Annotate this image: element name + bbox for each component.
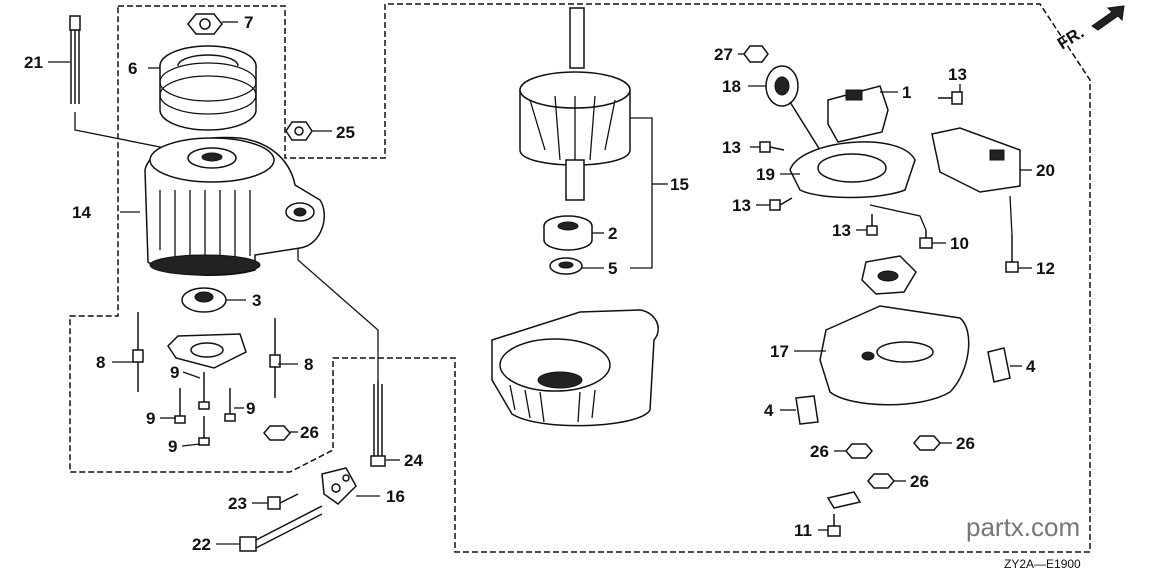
alternator-housing-14 <box>144 136 325 276</box>
callout-9-c: 9 <box>246 399 255 418</box>
callout-8-left: 8 <box>96 353 105 372</box>
plate-16 <box>321 467 357 505</box>
nut-26-b <box>913 435 941 451</box>
front-direction-label: FR. <box>1054 23 1087 54</box>
callout-8-right: 8 <box>304 355 313 374</box>
callout-13-b: 13 <box>722 138 741 157</box>
callout-18: 18 <box>722 77 741 96</box>
bearing-2 <box>543 215 593 251</box>
terminal-insulator-18 <box>765 65 821 151</box>
callout-7: 7 <box>244 13 253 32</box>
bolt-9-b <box>174 388 186 424</box>
diagram-code: ZY2A—E1900 <box>1004 557 1081 571</box>
rear-cover-17 <box>819 305 970 406</box>
callout-9-b: 9 <box>146 409 155 428</box>
nut-7 <box>187 13 223 35</box>
callout-24: 24 <box>404 451 423 470</box>
screw-10 <box>919 230 933 249</box>
left-assembly-frame <box>69 3 1091 553</box>
screw-13-c <box>769 197 793 211</box>
screw-13-d <box>866 214 878 236</box>
callout-23: 23 <box>228 494 247 513</box>
callout-1: 1 <box>902 83 911 102</box>
callout-9-d: 9 <box>168 437 177 456</box>
front-direction-arrow <box>1091 5 1125 31</box>
callout-26-c: 26 <box>910 472 929 491</box>
callout-2: 2 <box>608 224 617 243</box>
callout-17: 17 <box>770 342 789 361</box>
screw-13-b <box>759 141 785 153</box>
callout-13-c: 13 <box>732 196 751 215</box>
bolt-24 <box>370 380 386 467</box>
small-bracket <box>861 255 917 295</box>
ring-5 <box>549 257 583 275</box>
callout-5: 5 <box>608 259 617 278</box>
callout-26-b: 26 <box>956 434 975 453</box>
callout-14: 14 <box>72 203 91 222</box>
callout-22: 22 <box>192 535 211 554</box>
nut-27 <box>743 45 769 63</box>
callout-20: 20 <box>1036 161 1055 180</box>
callout-10: 10 <box>950 234 969 253</box>
callout-3: 3 <box>252 291 261 310</box>
callout-27: 27 <box>714 45 733 64</box>
callout-21: 21 <box>24 53 43 72</box>
nut-26-left <box>263 425 291 441</box>
callout-4-right: 4 <box>1026 357 1036 376</box>
rear-housing <box>491 309 659 427</box>
callout-26-a: 26 <box>810 442 829 461</box>
callout-9-a: 9 <box>170 363 179 382</box>
watermark-text: partx.com <box>966 512 1080 542</box>
brush-holder-1 <box>827 85 889 143</box>
callout-15: 15 <box>670 175 689 194</box>
cap-4-a <box>987 347 1011 383</box>
rectifier-19 <box>789 141 916 199</box>
clip-11 <box>826 491 862 509</box>
callout-13-a: 13 <box>948 65 967 84</box>
callout-19: 19 <box>756 165 775 184</box>
screw-11 <box>827 514 841 537</box>
screw-12 <box>1005 235 1019 273</box>
callout-11: 11 <box>794 521 812 540</box>
gasket-plate <box>167 333 247 369</box>
stud-bolt-8-left <box>132 312 144 392</box>
rotor-15 <box>519 7 631 201</box>
bolt-21 <box>69 15 81 104</box>
nut-26-c <box>867 473 895 489</box>
bolt-23 <box>267 493 299 510</box>
bolt-22 <box>239 505 323 552</box>
stud-bolt-8-right <box>269 318 281 398</box>
pulley-6 <box>159 45 257 131</box>
nut-26-a <box>845 443 873 459</box>
screw-13-a <box>938 91 963 105</box>
callout-4-left: 4 <box>764 401 774 420</box>
callout-26-left: 26 <box>300 423 319 442</box>
callout-25: 25 <box>336 123 355 142</box>
bolt-9-a <box>198 372 210 410</box>
bolt-9-d <box>198 416 210 446</box>
regulator-20 <box>931 127 1021 193</box>
cap-4-b <box>795 395 819 425</box>
bolt-9-c <box>224 388 236 422</box>
callout-13-d: 13 <box>832 221 851 240</box>
callout-12: 12 <box>1036 259 1055 278</box>
callout-6: 6 <box>128 59 137 78</box>
bearing-3 <box>181 287 227 313</box>
callout-16: 16 <box>386 487 405 506</box>
nut-25 <box>285 121 313 141</box>
